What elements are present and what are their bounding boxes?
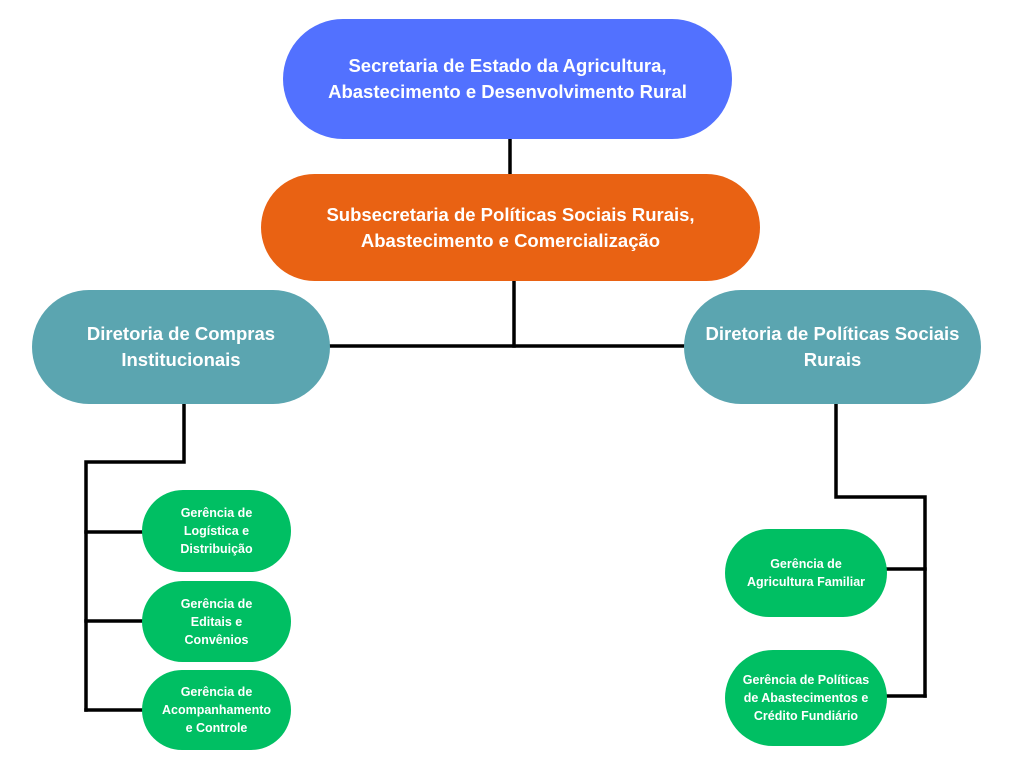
node-diretoria-compras-line1: Diretoria de Compras — [86, 323, 276, 344]
node-diretoria-politicas-line2: Rurais — [803, 349, 862, 370]
node-gerencia-abastecimentos-line2: de Abastecimentos e — [743, 691, 869, 705]
node-gerencia-logistica-line1: Gerência de — [180, 506, 253, 520]
node-gerencia-agricultura-line2: Agricultura Familiar — [746, 575, 866, 589]
node-diretoria-politicas-line1: Diretoria de Políticas Sociais — [705, 323, 960, 344]
node-secretaria-line1: Secretaria de Estado da Agricultura, — [348, 55, 667, 76]
node-gerencia-acompanhamento-line1: Gerência de — [180, 685, 253, 699]
node-subsecretaria: Subsecretaria de Políticas Sociais Rurai… — [261, 174, 760, 281]
node-gerencia-editais-line2: Editais e — [190, 614, 243, 629]
node-gerencia-abastecimentos: Gerência de Políticas de Abastecimentos … — [725, 650, 887, 746]
connector-left-branch — [84, 402, 186, 712]
node-diretoria-compras: Diretoria de Compras Institucionais — [32, 290, 330, 404]
node-gerencia-editais-line3: Convênios — [184, 632, 249, 647]
node-gerencia-abastecimentos-line1: Gerência de Políticas — [742, 673, 870, 687]
node-gerencia-acompanhamento-line2: Acompanhamento — [161, 703, 272, 717]
node-secretaria-line2: Abastecimento e Desenvolvimento Rural — [328, 81, 687, 102]
node-gerencia-logistica-line2: Logística e — [183, 524, 250, 538]
node-gerencia-abastecimentos-line3: Crédito Fundiário — [753, 709, 859, 723]
node-gerencia-logistica: Gerência de Logística e Distribuição — [142, 490, 291, 572]
node-gerencia-agricultura: Gerência de Agricultura Familiar — [725, 529, 887, 617]
node-gerencia-acompanhamento-line3: e Controle — [185, 721, 248, 735]
node-diretoria-compras-line2: Institucionais — [121, 349, 241, 370]
node-gerencia-acompanhamento: Gerência de Acompanhamento e Controle — [142, 670, 291, 750]
node-gerencia-editais-line1: Gerência de — [180, 596, 253, 611]
node-gerencia-agricultura-line1: Gerência de — [770, 557, 842, 571]
node-gerencia-logistica-line3: Distribuição — [180, 542, 253, 556]
node-diretoria-politicas: Diretoria de Políticas Sociais Rurais — [684, 290, 981, 404]
connector-right-branch — [834, 402, 927, 698]
node-subsecretaria-line1: Subsecretaria de Políticas Sociais Rurai… — [326, 203, 695, 225]
node-secretaria: Secretaria de Estado da Agricultura, Aba… — [283, 19, 732, 139]
node-gerencia-editais: Gerência de Editais e Convênios — [142, 581, 291, 662]
node-subsecretaria-line2: Abastecimento e Comercialização — [360, 229, 661, 251]
